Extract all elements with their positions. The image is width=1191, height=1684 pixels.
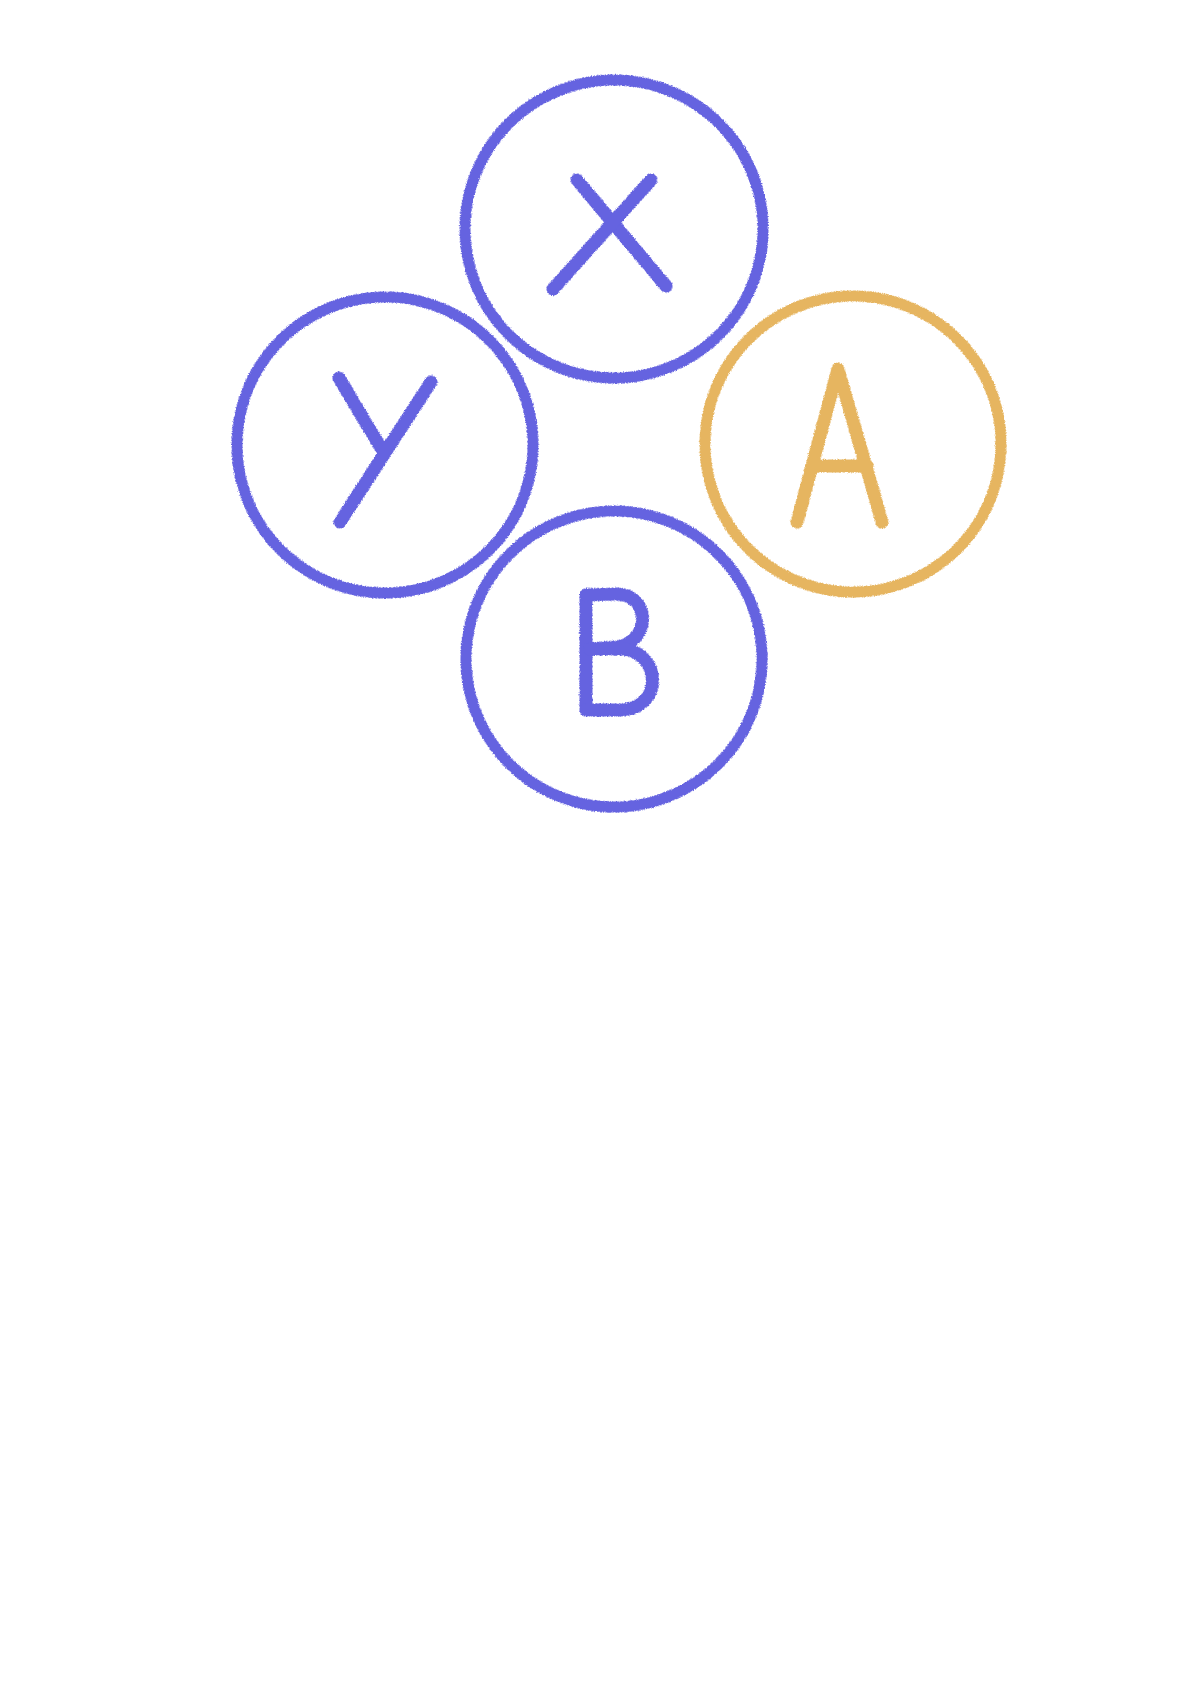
button-x-ring — [459, 74, 769, 384]
button-y-ring — [231, 291, 539, 599]
button-y-glyph — [332, 371, 438, 529]
button-x-glyph — [546, 173, 673, 296]
button-b[interactable]: B — [460, 505, 768, 813]
button-a-ring — [699, 290, 1007, 598]
button-y[interactable]: Y — [231, 291, 539, 599]
button-a-glyph — [790, 362, 889, 529]
button-b-ring — [460, 505, 768, 813]
button-x[interactable]: X — [459, 74, 769, 384]
button-a[interactable]: A — [699, 290, 1007, 598]
button-b-label: B — [614, 658, 615, 660]
button-b-glyph — [579, 587, 659, 717]
